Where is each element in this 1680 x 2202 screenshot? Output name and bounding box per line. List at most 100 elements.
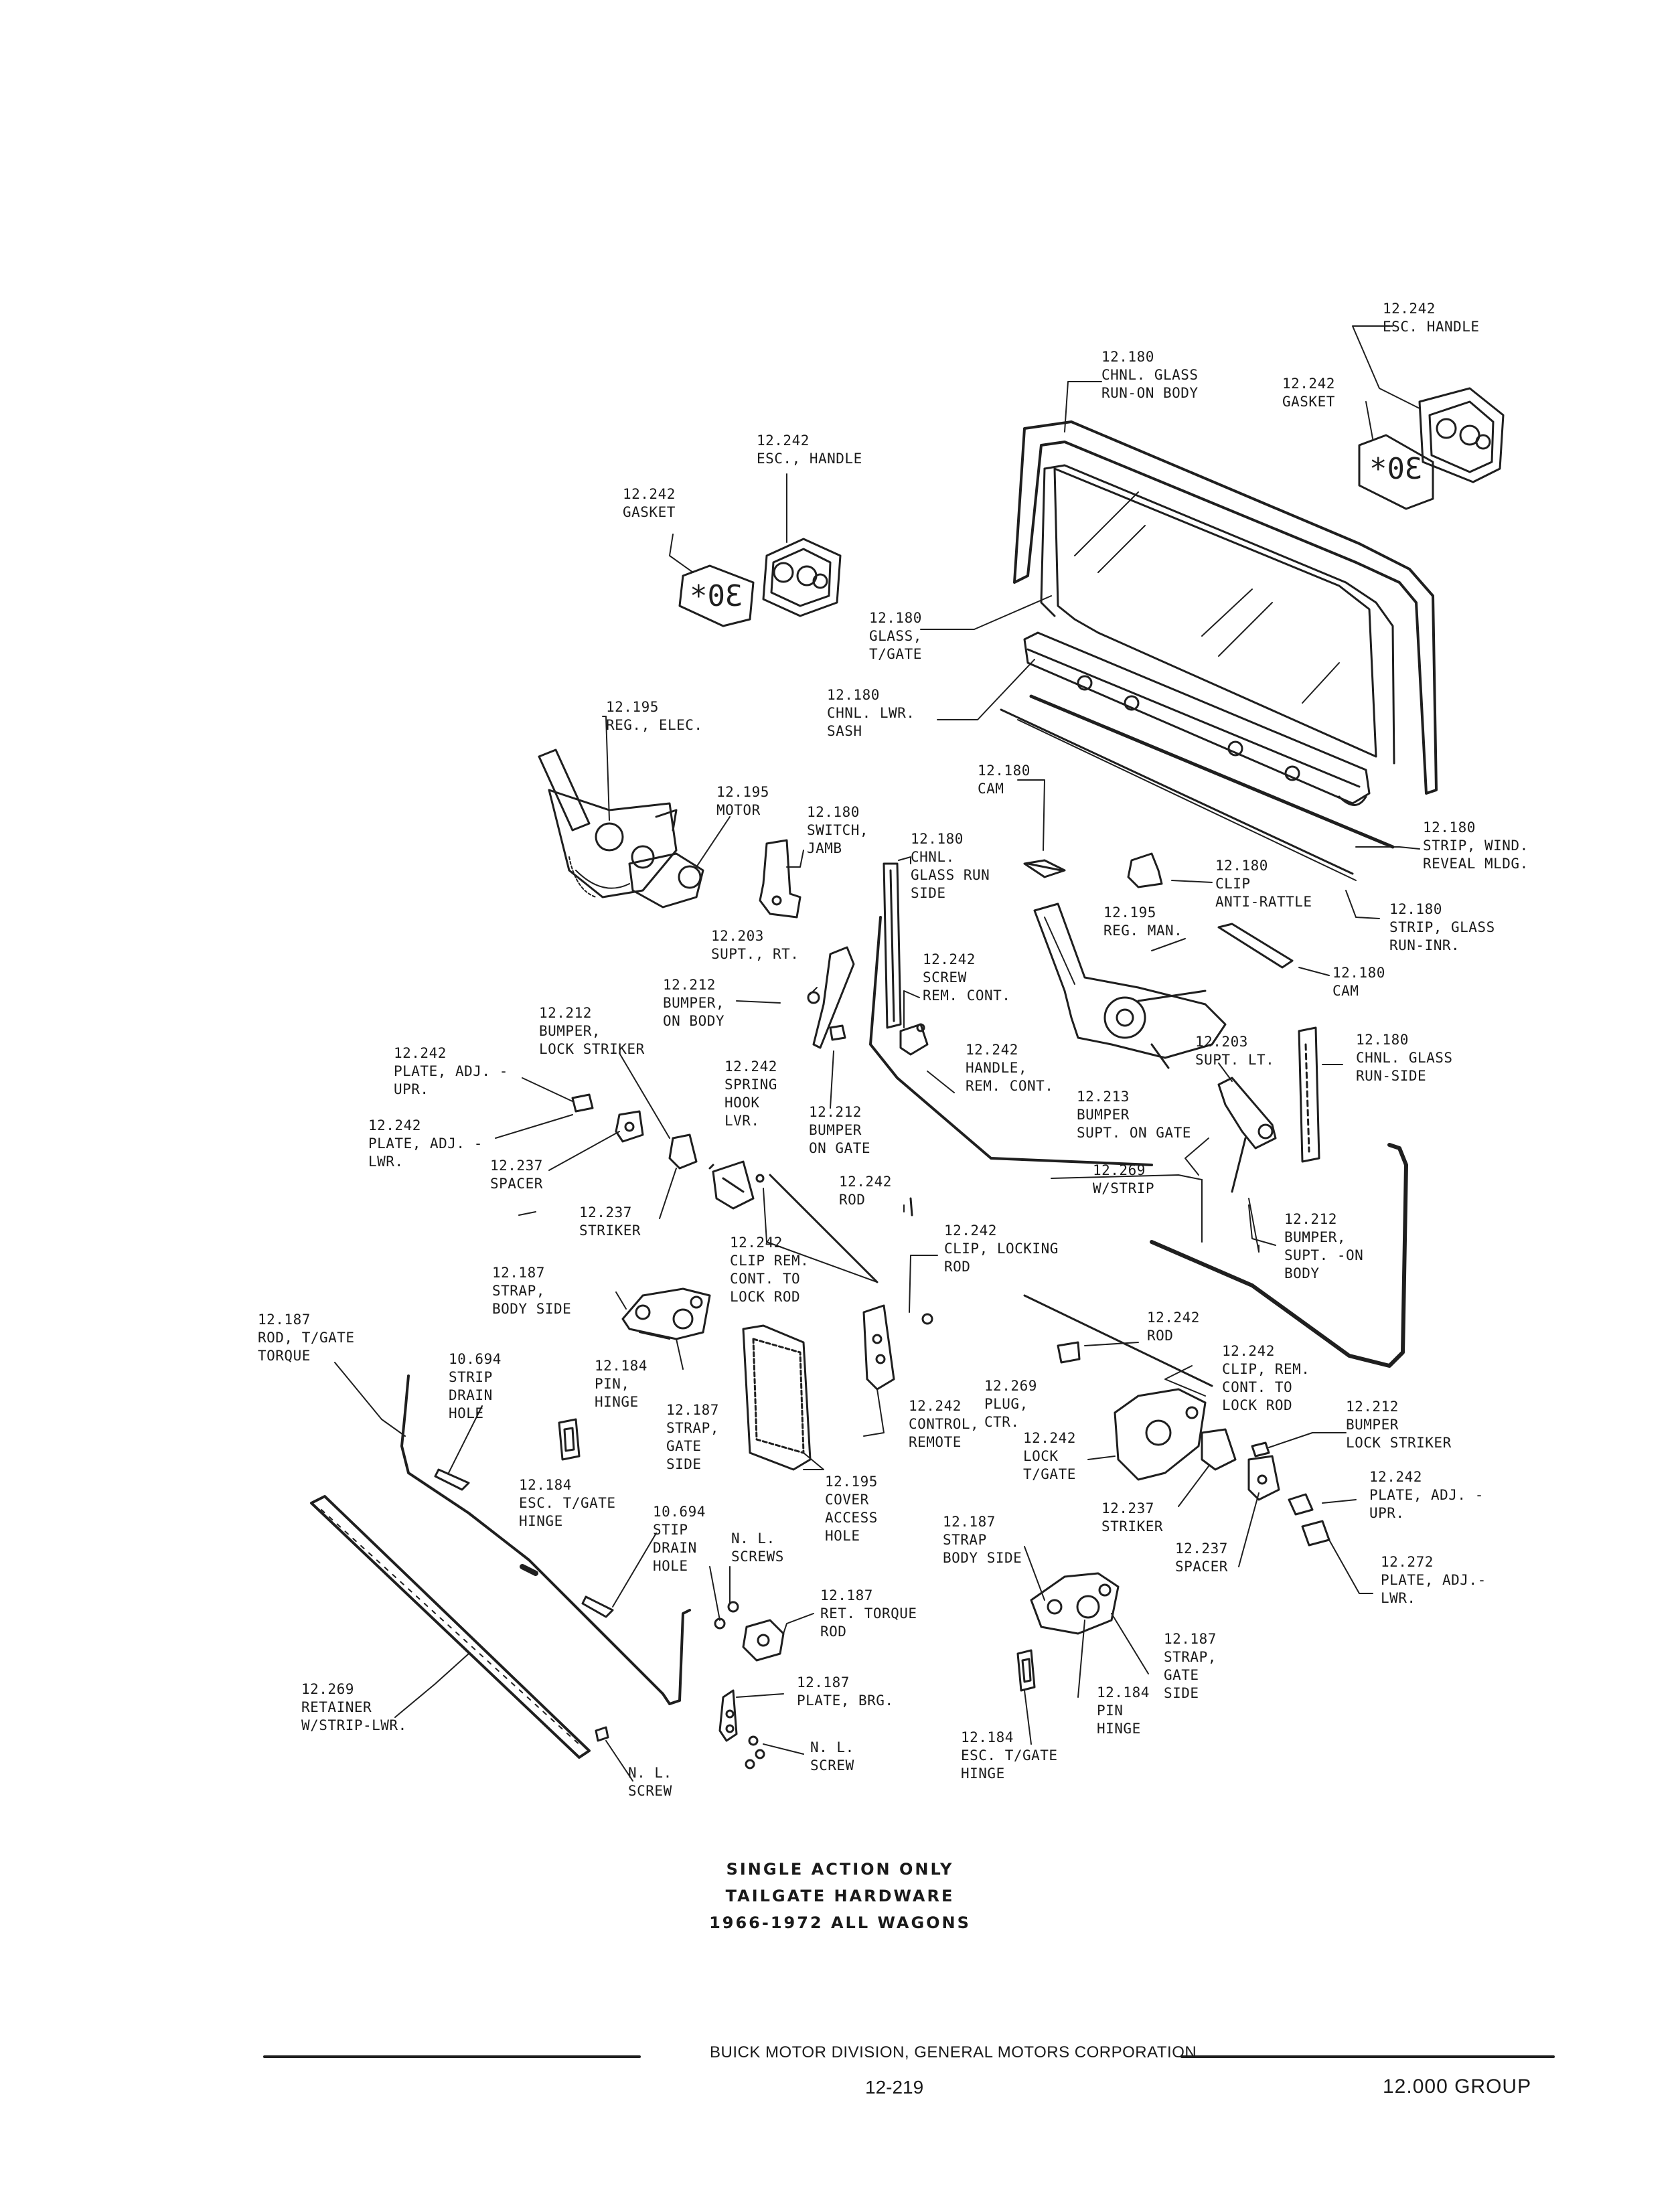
striker-right-part	[1201, 1428, 1237, 1471]
callout-text-line: PIN	[1097, 1703, 1124, 1719]
callout-text-line: SIDE	[666, 1456, 702, 1472]
callout-text-line: CLIP, REM.	[1222, 1361, 1310, 1377]
callout-part-number: 12.242	[839, 1174, 892, 1190]
manual-regulator-part	[1033, 902, 1227, 1069]
callout-text-line: UPR.	[1369, 1505, 1405, 1521]
callout-text-line: ANTI-RATTLE	[1215, 894, 1312, 910]
callout-part-number: 12.242	[1383, 301, 1436, 317]
callout-text-line: CHNL. LWR.	[827, 705, 915, 721]
callout-part-number: 12.187	[943, 1514, 996, 1530]
callout-part-number: 12.187	[258, 1312, 311, 1328]
callout-text-line: ROD	[839, 1192, 866, 1208]
callout-text-line: STRIP, GLASS	[1389, 919, 1495, 935]
callout-text-line: LOCK ROD	[1222, 1397, 1293, 1413]
glass-channel-frame	[1013, 420, 1438, 795]
clip-locking-rod-part	[921, 1313, 933, 1325]
callout-text-line: BUMPER,	[539, 1023, 601, 1039]
handle-remote-control-part	[899, 1023, 929, 1056]
callout-text-line: N. L.	[731, 1530, 775, 1547]
callout-part-number: 12.242	[966, 1042, 1018, 1058]
callout-text-line: ESC. T/GATE	[961, 1747, 1058, 1763]
caption-line-3: 1966-1972 ALL WAGONS	[709, 1913, 971, 1932]
control-remote-part	[862, 1304, 895, 1391]
callout-text-line: TORQUE	[258, 1348, 311, 1364]
callout-text-line: RUN-SIDE	[1356, 1068, 1427, 1084]
callout-text-line: SCREW	[628, 1783, 672, 1799]
callout-part-number: 12.184	[1097, 1684, 1150, 1701]
retainer-w-strip-lower-part	[310, 1495, 591, 1759]
reveal-molding-strips	[1000, 694, 1395, 881]
callout-part-number: 12.180	[1101, 349, 1154, 365]
striker-left-part	[668, 1133, 714, 1170]
callout-text-line: PLATE, BRG.	[797, 1693, 894, 1709]
callout-text-line: STRIKER	[579, 1223, 641, 1239]
nl-screw-left-part	[595, 1726, 609, 1742]
callout-text-line: JAMB	[807, 840, 842, 856]
callout-text-line: BODY SIDE	[943, 1550, 1022, 1566]
callout-text-line: DRAIN	[449, 1387, 493, 1403]
callout-text-line: LWR.	[368, 1154, 404, 1170]
callout-text-line: REM. CONT.	[923, 988, 1011, 1004]
drain-hole-strip-lower-part	[581, 1595, 614, 1618]
callout-part-number: 12.269	[1093, 1162, 1146, 1178]
callout-text-line: HOOK	[724, 1095, 760, 1111]
tailgate-glass	[1053, 467, 1377, 758]
callout-text-line: LOCK ROD	[730, 1289, 801, 1305]
callout-text-line: CTR.	[984, 1414, 1020, 1430]
callout-text-line: SPACER	[1175, 1559, 1228, 1575]
callout-text-line: CHNL. GLASS	[1101, 367, 1199, 383]
callout-nl-screw-left: N. L.SCREW	[628, 1764, 672, 1800]
callout-nl-screws: N. L.SCREWS	[731, 1530, 784, 1566]
callout-text-line: HOLE	[449, 1405, 484, 1421]
callout-text-line: STRIKER	[1101, 1518, 1164, 1535]
callout-part-number: 12.195	[825, 1474, 878, 1490]
callout-text-line: GATE	[1164, 1667, 1199, 1683]
callout-text-line: COVER	[825, 1492, 869, 1508]
callout-text-line: RUN-ON BODY	[1101, 385, 1199, 401]
callout-part-number: 12.195	[1103, 905, 1156, 921]
callout-text-line: GLASS,	[869, 628, 922, 644]
callout-text-line: CLIP	[1215, 876, 1251, 892]
callout-text-line: RET. TORQUE	[820, 1605, 917, 1622]
callout-part-number: 12.180	[807, 804, 860, 820]
callout-text-line: PLATE, ADJ. -	[1369, 1487, 1484, 1503]
switch-jamb-part	[759, 839, 801, 919]
callout-part-number: 12.195	[606, 699, 659, 715]
callout-text-line: LOCK	[1023, 1448, 1059, 1464]
plug-ctr-part	[1057, 1341, 1081, 1364]
plate-adj-lwr-right-part	[1301, 1520, 1330, 1547]
esc-tgate-hinge-right-part	[1016, 1649, 1036, 1692]
svg-text:*0Ɛ: *0Ɛ	[1369, 452, 1422, 486]
callout-part-number: 12.180	[1332, 965, 1385, 981]
callout-part-number: 12.203	[1195, 1034, 1248, 1050]
callout-text-line: BUMPER	[1346, 1417, 1399, 1433]
callout-text-line: CONT. TO	[1222, 1379, 1293, 1395]
channel-glass-run-side-part	[883, 862, 902, 1029]
callout-text-line: CONT. TO	[730, 1271, 801, 1287]
callout-part-number: 12.187	[492, 1265, 545, 1281]
callout-text-line: BUMPER	[809, 1122, 862, 1138]
cam-upper-part	[1023, 859, 1066, 878]
callout-text-line: ON GATE	[809, 1140, 871, 1156]
callout-text-line: SWITCH,	[807, 822, 869, 838]
callout-text-line: DRAIN	[653, 1540, 697, 1556]
callout-part-number: 12.242	[730, 1235, 783, 1251]
callout-text-line: LOCK STRIKER	[1346, 1435, 1452, 1451]
callout-text-line: REMOTE	[909, 1434, 962, 1450]
